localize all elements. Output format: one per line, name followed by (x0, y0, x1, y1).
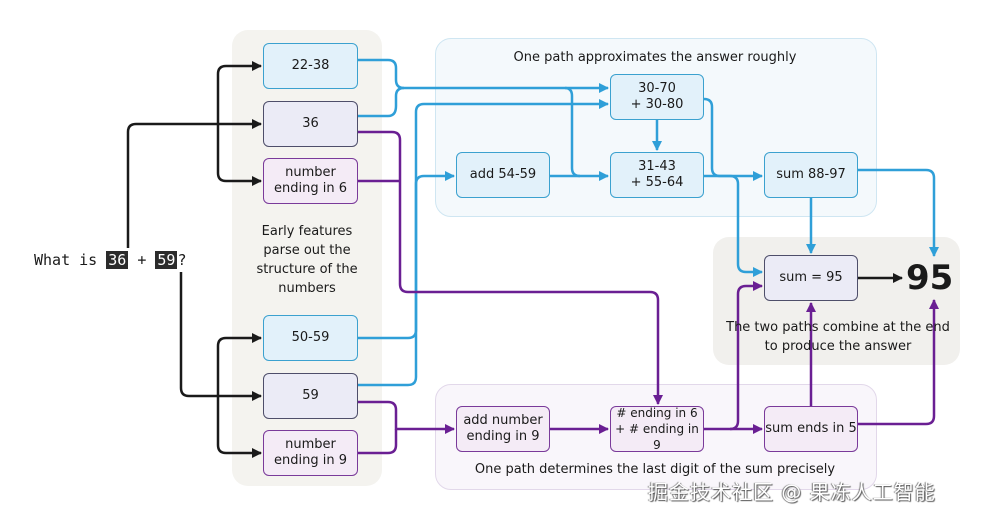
node-ending-9: number ending in 9 (263, 430, 358, 476)
wire-to-ending-9 (216, 396, 262, 458)
question-prompt: What is 36 + 59? (34, 250, 187, 270)
wire-50-59-out (358, 99, 609, 340)
node-approx-31-43: 31-43 + 55-64 (610, 152, 704, 198)
wire-30-70-right (703, 97, 763, 181)
wire-59-digit (358, 400, 455, 434)
node-exact-59: 59 (263, 373, 358, 419)
wire-31-43-out (704, 174, 763, 277)
wire-to-22-38 (216, 61, 262, 124)
node-label: 59 (302, 388, 319, 403)
operator: + (128, 251, 156, 269)
features-caption: Early features parse out the structure o… (256, 224, 358, 296)
node-sum-88-97: sum 88-97 (764, 152, 858, 198)
node-label: sum = 95 (779, 270, 843, 285)
watermark: 掘金技术社区 @ 果冻人工智能 (648, 480, 936, 504)
wire-question-36-trunk (126, 122, 218, 248)
node-label: sum ends in 5 (765, 421, 857, 436)
node-approx-30-70: 30-70 + 30-80 (610, 74, 704, 120)
wire-88-97-right (858, 168, 939, 257)
node-label: add 54-59 (469, 167, 537, 182)
wire-59-out (358, 171, 455, 387)
operand-a: 36 (106, 251, 129, 269)
wire-ending-9-join (358, 429, 398, 455)
node-sum-ends-5: sum ends in 5 (764, 406, 858, 452)
approx-caption: One path approximates the answer roughly (513, 50, 797, 65)
wire-question-59-trunk (179, 272, 218, 398)
node-label: number ending in 6 (274, 165, 347, 196)
wire-6-9-up (729, 281, 763, 431)
operand-b: 59 (155, 251, 178, 269)
question-suffix: ? (177, 251, 187, 269)
node-label: 30-70 + 30-80 (630, 81, 684, 112)
node-sum-95: sum = 95 (764, 255, 858, 301)
wire-to-ending-6 (216, 124, 262, 186)
question-prefix: What is (34, 251, 107, 269)
node-label: 22-38 (291, 58, 330, 73)
node-label: add number ending in 9 (463, 413, 543, 444)
node-add-54-59: add 54-59 (456, 152, 550, 198)
node-label: sum 88-97 (776, 167, 846, 182)
node-range-22-38: 22-38 (263, 43, 358, 89)
node-exact-36: 36 (263, 101, 358, 147)
combine-caption: The two paths combine at the end to prod… (726, 320, 950, 354)
node-add-ending-9: add number ending in 9 (456, 406, 550, 452)
node-ending-6: number ending in 6 (263, 158, 358, 204)
wire-36-to-approx (358, 86, 405, 118)
wire-ends-5-right (858, 299, 939, 426)
digit-caption: One path determines the last digit of th… (474, 462, 836, 477)
final-answer: 95 (906, 258, 954, 298)
wire-bypass-down (564, 86, 581, 178)
node-range-50-59: 50-59 (263, 315, 358, 361)
wire-to-50-59 (216, 333, 262, 396)
node-ending-6-plus-9: # ending in 6 + # ending in 9 (610, 406, 704, 452)
node-label: 31-43 + 55-64 (630, 159, 684, 190)
wire-36-digit (358, 130, 663, 405)
node-label: 50-59 (291, 330, 330, 345)
node-label: number ending in 9 (274, 437, 347, 468)
node-label: 36 (302, 116, 319, 131)
node-label: # ending in 6 + # ending in 9 (615, 406, 699, 452)
